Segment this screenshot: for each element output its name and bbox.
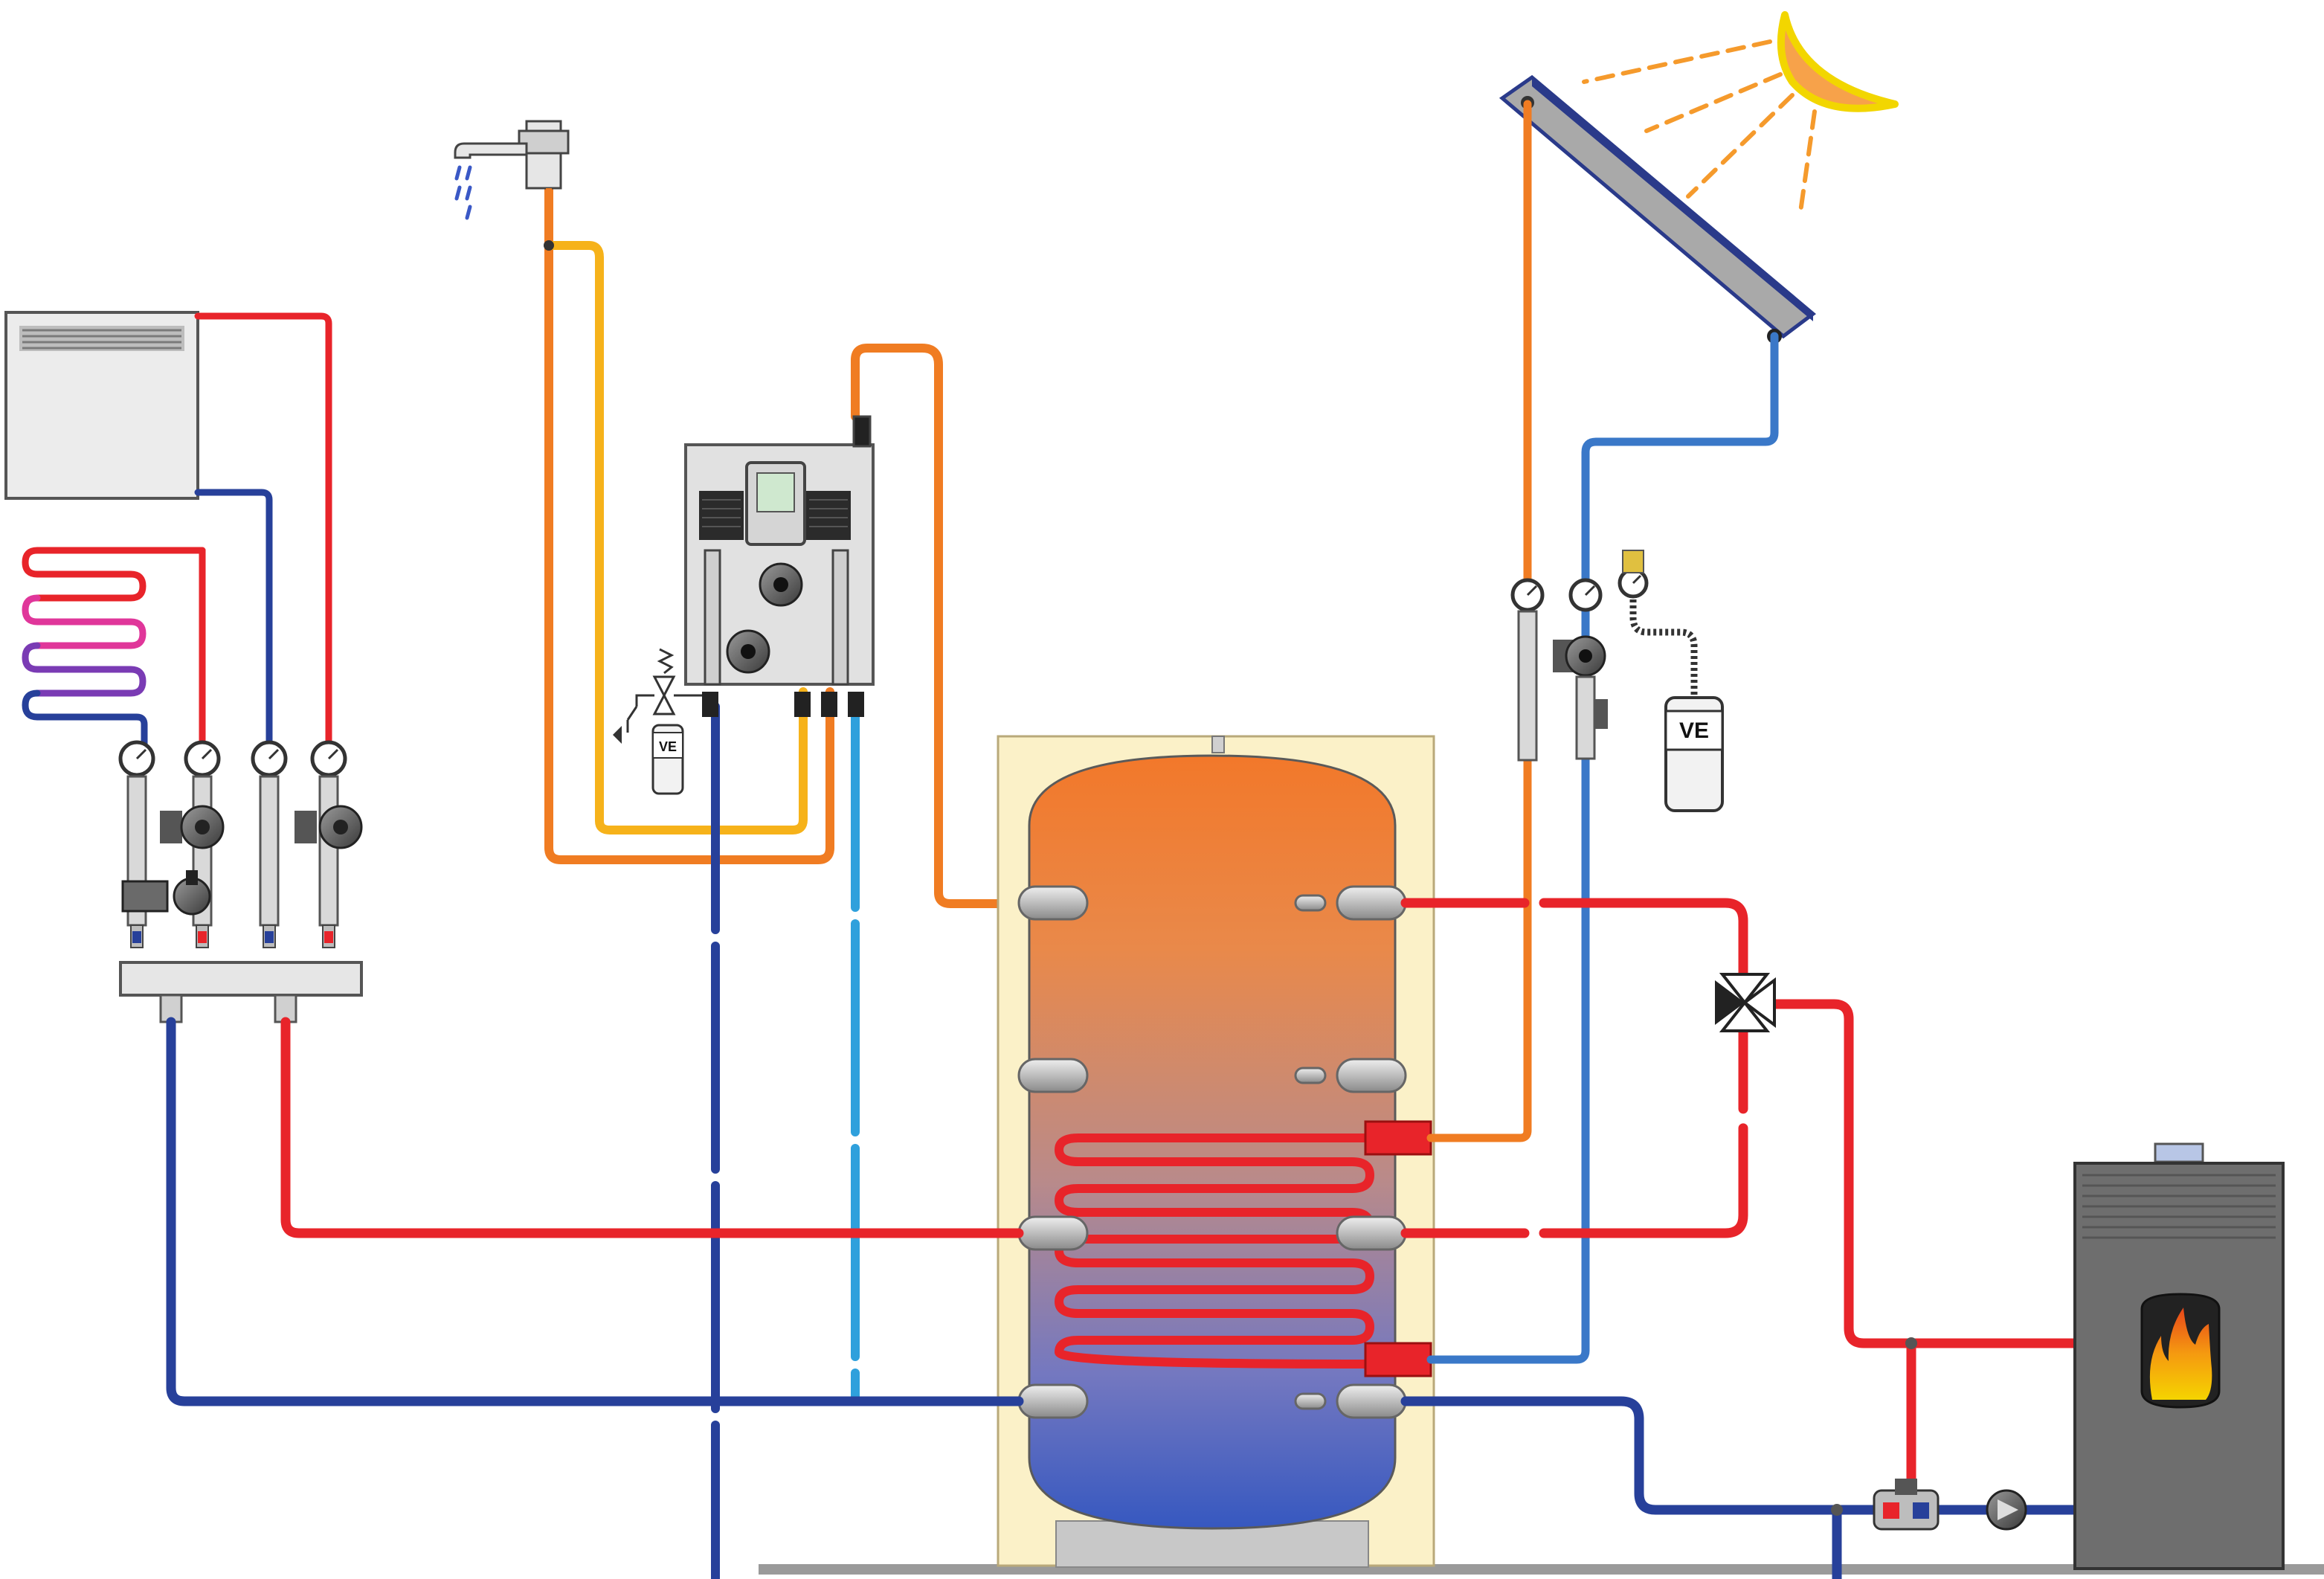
dhw-hot-pipe bbox=[544, 144, 834, 864]
stove-flow-pipe bbox=[1754, 999, 2080, 1348]
pressure-gauge-icon bbox=[1510, 578, 1545, 612]
pressure-gauge-icon bbox=[310, 740, 347, 777]
underfloor-heating-coil bbox=[22, 547, 206, 755]
safety-valve-icon bbox=[613, 648, 702, 744]
stove-return-pipe bbox=[1400, 1396, 2080, 1515]
heating-supply-pipe bbox=[280, 1017, 1024, 1238]
coil-inlet bbox=[1364, 1120, 1432, 1156]
radiator bbox=[4, 311, 199, 500]
station-primary-pipe bbox=[851, 344, 1031, 908]
expansion-vessel-small-label: VE bbox=[659, 739, 677, 754]
solar-flow-pipe bbox=[1426, 100, 1532, 1142]
faucet-icon bbox=[454, 120, 570, 251]
dhw-mixed-pipe bbox=[544, 241, 808, 834]
circulation-pump-icon bbox=[1553, 635, 1606, 677]
pressure-gauge-icon bbox=[184, 740, 221, 777]
radiator-supply-pipe bbox=[194, 312, 332, 755]
pressure-gauge-icon bbox=[118, 740, 155, 777]
radiator-return-pipe bbox=[194, 489, 273, 755]
heating-return-pipe bbox=[166, 1017, 1024, 1406]
circulation-pump-icon bbox=[294, 805, 363, 849]
fresh-water-station bbox=[684, 415, 875, 717]
circulation-pump-icon bbox=[1986, 1489, 2027, 1531]
flame-icon bbox=[2149, 1308, 2212, 1400]
solar-collector bbox=[1499, 74, 1817, 344]
tank-top-hot-pipe bbox=[1400, 898, 1748, 991]
three-way-valve-icon bbox=[1715, 973, 1776, 1032]
tank-mid-hot-pipe bbox=[1400, 1015, 1748, 1238]
solar-pump-station bbox=[1510, 550, 1698, 762]
pressure-gauge-icon bbox=[1618, 567, 1649, 599]
pressure-gauge-icon bbox=[1568, 578, 1603, 612]
circulation-pump-icon bbox=[726, 629, 770, 674]
mixing-valve-icon bbox=[121, 870, 211, 916]
circulation-pump-icon bbox=[160, 805, 225, 849]
expansion-vessel-solar-label: VE bbox=[1679, 718, 1709, 743]
hydraulic-manifold bbox=[119, 961, 363, 997]
coil-outlet bbox=[1364, 1342, 1432, 1377]
solar-heat-exchanger-coil bbox=[1054, 1133, 1375, 1369]
pellet-stove bbox=[2073, 1142, 2285, 1570]
tank-connections bbox=[1017, 885, 1407, 1419]
circulation-pump-icon bbox=[759, 562, 803, 607]
expansion-vessel-solar: VE bbox=[1664, 696, 1724, 812]
heating-pump-group bbox=[118, 740, 363, 1023]
sun-icon bbox=[1582, 11, 1899, 219]
expansion-vessel-small: VE bbox=[651, 724, 684, 795]
pressure-gauge-icon bbox=[251, 740, 288, 777]
solar-return-pipe bbox=[1426, 332, 1779, 1364]
anti-condensation-valve-icon bbox=[1873, 1479, 1940, 1531]
